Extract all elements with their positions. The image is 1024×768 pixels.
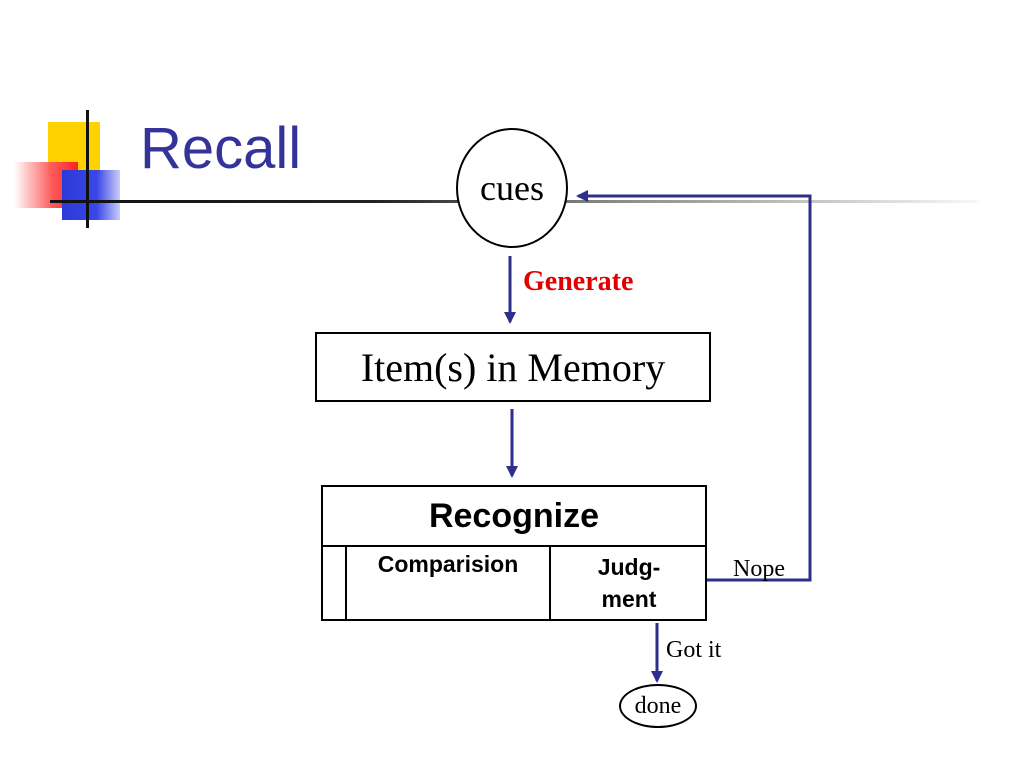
decor-vertical-line <box>86 110 89 228</box>
cues-node: cues <box>456 128 568 248</box>
arrow-nope-loop <box>576 190 812 582</box>
gotit-label: Got it <box>666 637 722 663</box>
comparision-label: Comparision <box>377 551 519 577</box>
nope-label: Nope <box>733 556 785 582</box>
judgment-line-2: ment <box>601 586 657 612</box>
judgment-cell: Judg- ment <box>551 551 707 615</box>
judgment-line-1: Judg- <box>597 554 661 580</box>
recognize-node: Recognize Comparision Judg- ment <box>321 485 707 621</box>
slide-title: Recall <box>140 116 302 181</box>
done-label: done <box>634 692 682 719</box>
done-node: done <box>619 684 697 728</box>
recognize-column-line-2 <box>549 545 551 621</box>
recognize-column-line-1 <box>345 545 347 621</box>
memory-label: Item(s) in Memory <box>360 344 666 390</box>
recognize-label: Recognize <box>428 496 600 535</box>
memory-node: Item(s) in Memory <box>315 332 711 402</box>
recognize-divider <box>323 545 705 547</box>
decor-blue-square <box>62 170 120 220</box>
cues-label: cues <box>480 168 544 208</box>
generate-label: Generate <box>523 266 634 297</box>
